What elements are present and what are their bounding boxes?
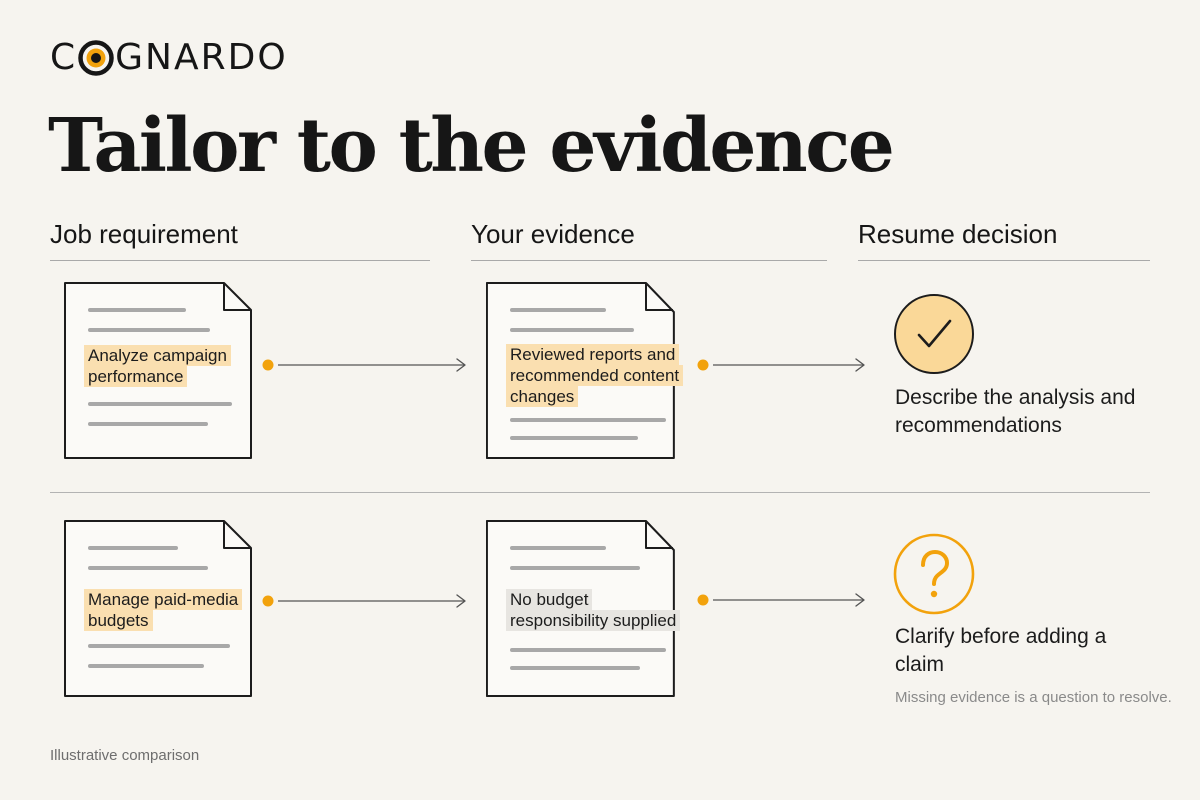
decision-text: Clarify before adding a claim xyxy=(895,625,1107,676)
requirement-highlight: Analyze campaign performance xyxy=(84,345,244,387)
column-header-requirement: Job requirement xyxy=(50,219,238,249)
decision-text: Describe the analysis and recommendation… xyxy=(895,386,1136,437)
brand-logo: C GNARDO xyxy=(50,36,288,80)
evidence-document: Reviewed reports and recommended content… xyxy=(486,282,684,460)
requirement-document: Manage paid-media budgets xyxy=(64,520,252,698)
column-header-evidence: Your evidence xyxy=(471,219,635,249)
page-title: Tailor to the evidence xyxy=(48,103,895,189)
question-mark-icon xyxy=(893,533,975,615)
footer-caption: Illustrative comparison xyxy=(50,747,200,764)
evidence-highlight: Reviewed reports and recommended content… xyxy=(506,344,684,407)
connector-arrow xyxy=(697,593,865,607)
row-divider xyxy=(50,492,1150,493)
requirement-document: Analyze campaign performance xyxy=(64,282,252,460)
requirement-highlight: Manage paid-media budgets xyxy=(84,589,244,631)
column-divider xyxy=(50,260,430,261)
evidence-highlight-missing: No budget responsibility supplied xyxy=(506,589,682,631)
column-header-decision: Resume decision xyxy=(858,219,1058,249)
checkmark-icon xyxy=(894,294,974,374)
brand-name-prefix: C xyxy=(50,37,78,78)
evidence-note: Missing evidence is a question to resolv… xyxy=(895,689,1172,706)
connector-arrow xyxy=(262,358,466,372)
o-target-icon xyxy=(78,40,114,76)
evidence-document: No budget responsibility supplied xyxy=(486,520,681,698)
connector-arrow xyxy=(697,358,865,372)
column-divider xyxy=(858,260,1150,261)
column-divider xyxy=(471,260,827,261)
brand-name-suffix: GNARDO xyxy=(115,37,288,78)
connector-arrow xyxy=(262,594,466,608)
